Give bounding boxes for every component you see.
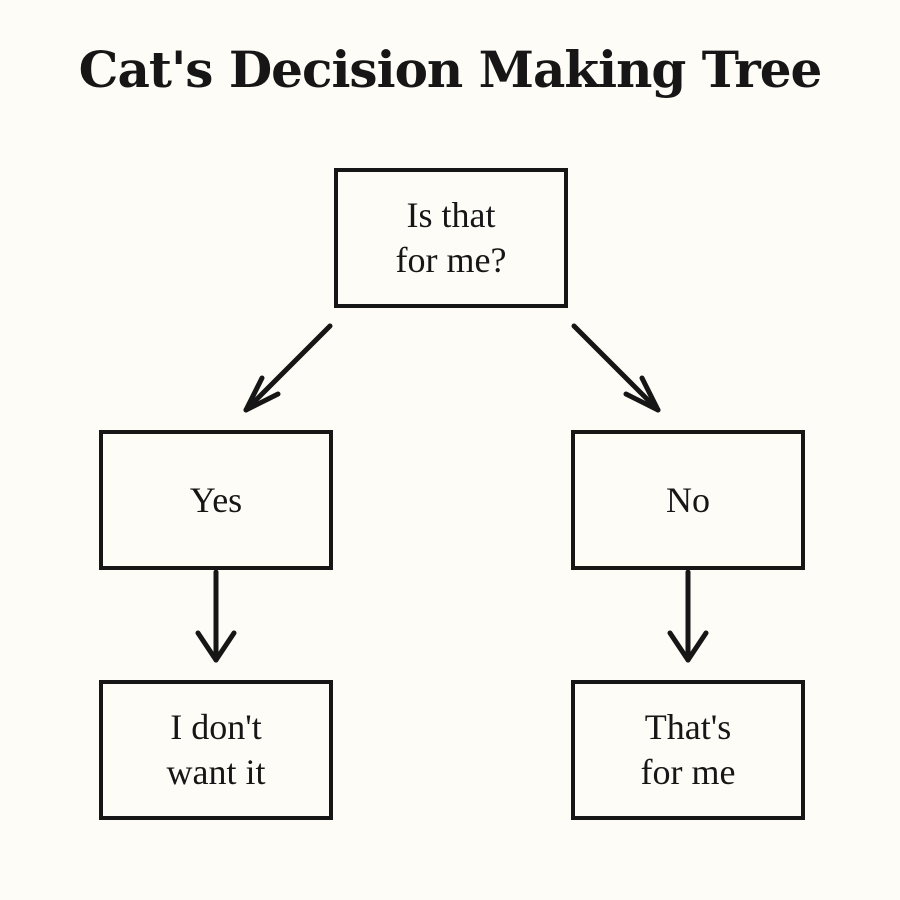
node-root-question: Is that for me? [334, 168, 568, 308]
node-root-line-2: for me? [395, 240, 507, 280]
edge-root-to-no [571, 323, 661, 413]
node-yes-label: Yes [189, 479, 243, 520]
node-no-outcome-line-2: for me [640, 752, 736, 792]
edge-yes-to-outcome [195, 569, 237, 663]
edge-no-to-outcome [667, 569, 709, 663]
arrowhead-down [667, 630, 709, 663]
arrowhead-down [195, 630, 237, 663]
edge-root-to-yes [243, 323, 333, 413]
node-yes-outcome: I don't want it [99, 680, 333, 820]
node-no: No [571, 430, 805, 570]
node-no-outcome-line-1: That's [644, 707, 732, 747]
arrowhead-down-left [243, 375, 281, 413]
node-yes: Yes [99, 430, 333, 570]
arrow-down-left-icon [243, 323, 333, 413]
node-no-label: No [666, 479, 710, 520]
diagram-title: Cat's Decision Making Tree [78, 40, 823, 99]
node-root-line-1: Is that [406, 195, 496, 235]
node-yes-outcome-line-2: want it [166, 752, 266, 792]
arrow-down-right-icon [571, 323, 661, 413]
arrowhead-down-right [623, 375, 661, 413]
node-yes-outcome-line-1: I don't [170, 707, 262, 747]
node-no-outcome: That's for me [571, 680, 805, 820]
